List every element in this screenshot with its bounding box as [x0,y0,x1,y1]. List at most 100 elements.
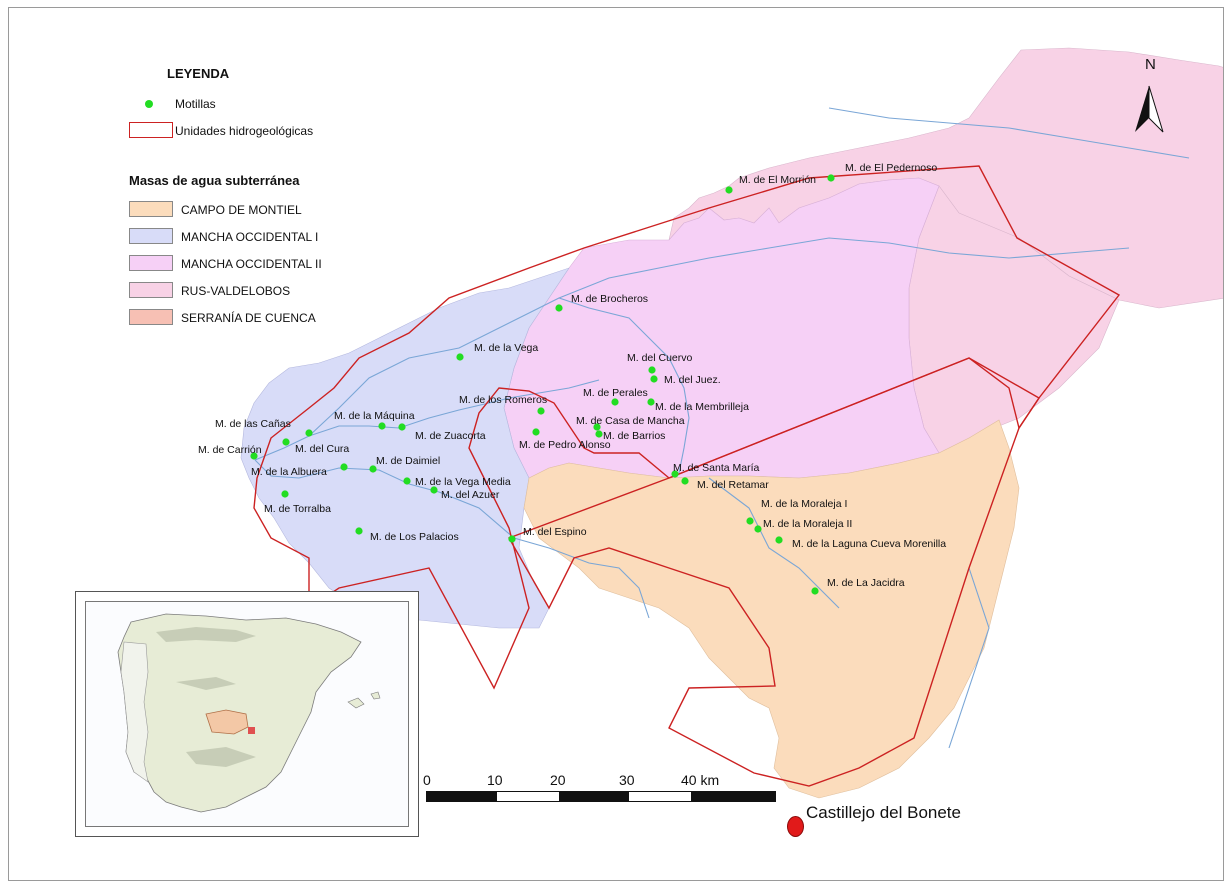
river-network [254,107,1190,749]
scale-tick: 30 [619,772,635,788]
mass-mancha-occidental-2 [503,177,940,479]
site-point [537,407,545,415]
legend-title: LEYENDA [167,66,230,81]
site-point [456,353,464,361]
map-frame: M. de El Pedernoso M. de El Morrión M. de … [8,7,1224,881]
legend-masses-title: Masas de agua subterránea [129,173,300,188]
balearic-islands [347,691,381,709]
site-point [250,452,258,460]
study-area-marker [248,727,255,734]
site-point [671,470,679,478]
site-label: M. de Daimiel [376,455,440,467]
scale-segment [497,792,559,801]
legend-points-label: Motillas [175,97,216,111]
site-point [555,304,563,312]
town-label: Castillejo del Bonete [806,803,961,822]
site-point [282,438,290,446]
site-label: M. del Azuer [441,489,500,501]
site-label: M. de la Albuera [251,466,327,478]
site-point [681,477,689,485]
site-label: M. de la Vega Media [415,476,511,488]
scale-segment [691,792,775,801]
site-point [650,375,658,383]
site-label: M. de la Moraleja I [761,498,847,510]
site-point [754,525,762,533]
site-point [647,398,655,406]
legend-mass-label: RUS-VALDELOBOS [181,284,291,298]
site-point [611,398,619,406]
site-label: M. del Retamar [697,479,769,491]
site-point [378,422,386,430]
site-label: M. de Brocheros [571,293,648,305]
town-marker [787,816,804,837]
site-point [811,587,819,595]
legend-mass-label: CAMPO DE MONTIEL [181,203,302,217]
legend-swatch-mancha-occidental-2 [129,255,173,271]
iberia-map [117,613,381,813]
site-label: M. de las Cañas [215,418,291,430]
site-point [775,536,783,544]
north-arrow-icon [1135,85,1164,133]
scale-tick: 0 [423,772,431,788]
site-point [746,517,754,525]
legend-swatch-campo-de-montiel [129,201,173,217]
site-label: M. de Carrión [198,444,262,456]
site-label: M. de Santa María [673,462,760,474]
site-point [340,463,348,471]
north-label: N [1145,56,1156,73]
site-label: M. del Cura [295,443,349,455]
legend-mass-label: MANCHA OCCIDENTAL I [181,230,319,244]
site-label: M. del Juez. [664,374,721,386]
site-point [595,430,603,438]
site-point [508,535,516,543]
mass-campo-de-montiel [523,419,1020,799]
scale-tick: 40 km [681,772,720,788]
site-label: M. de El Morrión [739,174,816,186]
hydrogeological-unit-outline-2 [507,357,1040,787]
site-label: M. de la Máquina [334,410,415,422]
site-point [355,527,363,535]
site-label: M. de la Vega [474,342,538,354]
site-label: M. de La Jacidra [827,577,905,589]
portugal [120,641,149,783]
site-label: M. de Casa de Mancha [576,415,685,427]
scale-bar [426,791,776,802]
legend-mass-label: MANCHA OCCIDENTAL II [181,257,322,271]
site-point [305,429,313,437]
site-label: M. de Perales [583,387,648,399]
legend-swatch-rus-valdelobos [129,282,173,298]
site-label: M. de Los Palacios [370,531,459,543]
legend-point-icon [145,100,153,108]
scale-segment [427,792,497,801]
inset-map-frame [85,601,409,827]
legend-unit-swatch [129,122,173,138]
legend-units-label: Unidades hidrogeológicas [175,124,314,138]
legend-mass-label: SERRANÍA DE CUENCA [181,311,316,325]
scale-segment [629,792,691,801]
site-label: M. de Pedro Alonso [519,439,611,451]
site-label: M. de El Pedernoso [845,162,937,174]
mountains [156,627,256,767]
site-label: M. del Espino [523,526,587,538]
legend-swatch-mancha-occidental-1 [129,228,173,244]
site-label: M. de Zuacorta [415,430,486,442]
site-label: M. de los Romeros [459,394,547,406]
site-point [648,366,656,374]
site-point [281,490,289,498]
site-label: M. del Cuervo [627,352,693,364]
sites-layer: M. de El Pedernoso M. de El Morrión M. de … [198,162,946,595]
legend-swatch-serrania-de-cuenca [129,309,173,325]
scale-tick: 20 [550,772,566,788]
site-point [430,486,438,494]
site-label: M. de la Moraleja II [763,518,852,530]
site-label: M. de la Laguna Cueva Morenilla [792,538,946,550]
site-point [593,423,601,431]
study-area [205,709,249,735]
site-point [725,186,733,194]
map-canvas: M. de El Pedernoso M. de El Morrión M. de … [198,47,1223,799]
site-label: M. de la Membrilleja [655,401,749,413]
site-point [398,423,406,431]
inset-map [75,591,419,837]
site-label: M. de Barrios [603,430,665,442]
scale-tick: 10 [487,772,503,788]
